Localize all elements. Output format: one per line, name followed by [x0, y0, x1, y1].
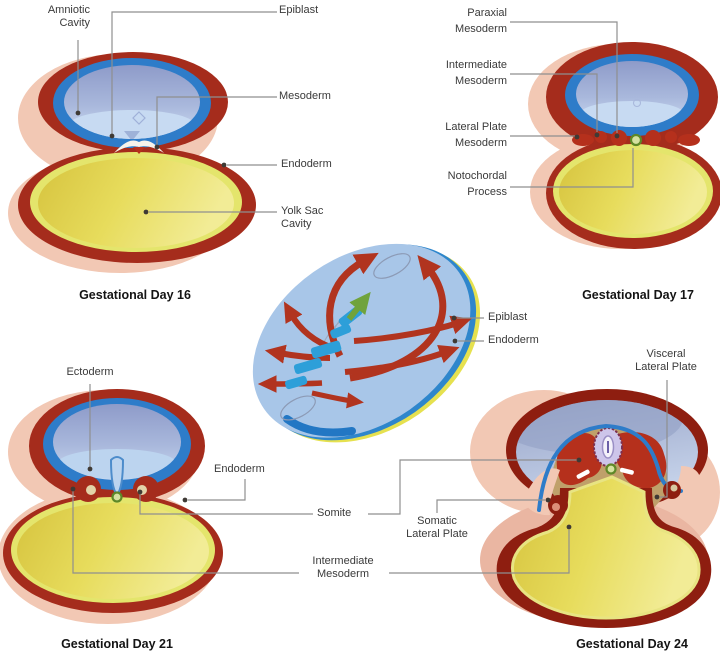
lateral-plate-mesoderm-right: [678, 134, 700, 146]
day24-embryo: [470, 389, 720, 628]
label-epiblast-day16: Epiblast: [279, 4, 319, 16]
day24-amnion-line: [537, 423, 683, 512]
caption-day17: Gestational Day 17: [582, 288, 694, 302]
label-somatic-lateral-plate: Somatic Lateral Plate: [406, 515, 468, 540]
label-intermediate-mesoderm-day17: Intermediate Mesoderm: [445, 59, 507, 87]
primitive-streak-segments: [285, 306, 363, 390]
day17-embryo: [528, 42, 720, 249]
day24-paraxial-mass-right: [614, 432, 667, 489]
day16-embryo: [8, 52, 256, 273]
label-paraxial-mesoderm: Paraxial Mesoderm: [455, 7, 507, 35]
label-ectoderm: Ectoderm: [66, 366, 114, 378]
label-endoderm-day16: Endoderm: [281, 158, 332, 170]
label-yolk-sac-cavity: Yolk Sac Cavity: [281, 205, 324, 230]
day24-yolk-sac: [511, 475, 701, 620]
day16-primitive-streak: [114, 140, 164, 153]
label-visceral-lateral-plate: Visceral Lateral Plate: [635, 348, 697, 373]
label-mesoderm-day16: Mesoderm: [279, 90, 331, 102]
disc-cut-edge: [283, 415, 356, 437]
day17-yolk-sac: [559, 150, 707, 234]
day16-node-outline: [132, 111, 146, 125]
label-intermediate-mesoderm-shared: Intermediate Mesoderm: [312, 555, 374, 580]
label-somite: Somite: [317, 507, 352, 519]
embryonic-disc: [252, 243, 481, 443]
label-lateral-plate-mesoderm: Lateral Plate Mesoderm: [445, 121, 507, 149]
day24-endoderm-dash-right: [620, 467, 634, 475]
day21-notochord-circle: [111, 491, 123, 503]
label-epiblast-disc: Epiblast: [488, 311, 528, 323]
label-notochordal-process: Notochordal Process: [447, 170, 507, 198]
day24-notochord-circle: [605, 463, 617, 475]
leader-lines: [70, 11, 668, 574]
label-amniotic-cavity: Amniotic Cavity: [47, 4, 90, 29]
caption-day21: Gestational Day 21: [61, 637, 173, 651]
paraxial-mesoderm-right: [645, 130, 661, 146]
label-endoderm-day21: Endoderm: [214, 463, 265, 475]
day24-endoderm-dash-left: [576, 469, 590, 479]
day21-yolk-sac: [17, 503, 209, 599]
node-migration-arrow: [346, 291, 371, 321]
day16-yolk-sac-cavity: [38, 158, 234, 248]
paraxial-mesoderm-left: [611, 130, 627, 146]
notochordal-process-circle: [629, 133, 643, 147]
label-endoderm-disc: Endoderm: [488, 334, 539, 346]
day21-neural-groove: [109, 456, 125, 497]
day21-embryo: [0, 389, 223, 624]
caption-day24: Gestational Day 24: [576, 637, 688, 651]
intermediate-mesoderm-right: [665, 131, 677, 143]
caption-day16: Gestational Day 16: [79, 288, 191, 302]
